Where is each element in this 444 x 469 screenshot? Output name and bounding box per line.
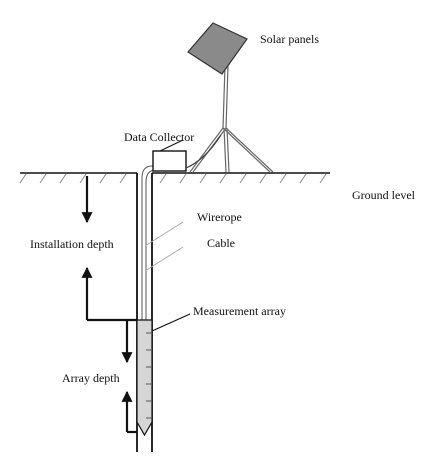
wirerope-label: Wirerope <box>197 210 242 224</box>
data-collector-leader <box>159 139 184 152</box>
array-depth-label: Array depth <box>62 371 120 385</box>
tripod <box>185 65 274 173</box>
cable-line <box>141 165 160 320</box>
ground-surface <box>19 172 330 184</box>
measurement-array-leader <box>151 313 191 332</box>
leader-lines <box>144 221 184 272</box>
installation-depth-dimension <box>81 176 137 322</box>
installation-depth-label: Installation depth <box>30 237 114 251</box>
cable-label: Cable <box>207 236 235 250</box>
array-depth-dimension <box>121 320 137 434</box>
measurement-array-label: Measurement array <box>193 304 286 318</box>
data-collector-box <box>152 150 187 172</box>
solar-panel <box>187 22 248 75</box>
data-collector-label: Data Collector <box>124 130 195 144</box>
ground-level-label: Ground level <box>352 188 415 202</box>
ground-hatching <box>19 173 327 184</box>
solar-panels-label: Solar panels <box>260 32 319 46</box>
measurement-array <box>136 319 153 437</box>
